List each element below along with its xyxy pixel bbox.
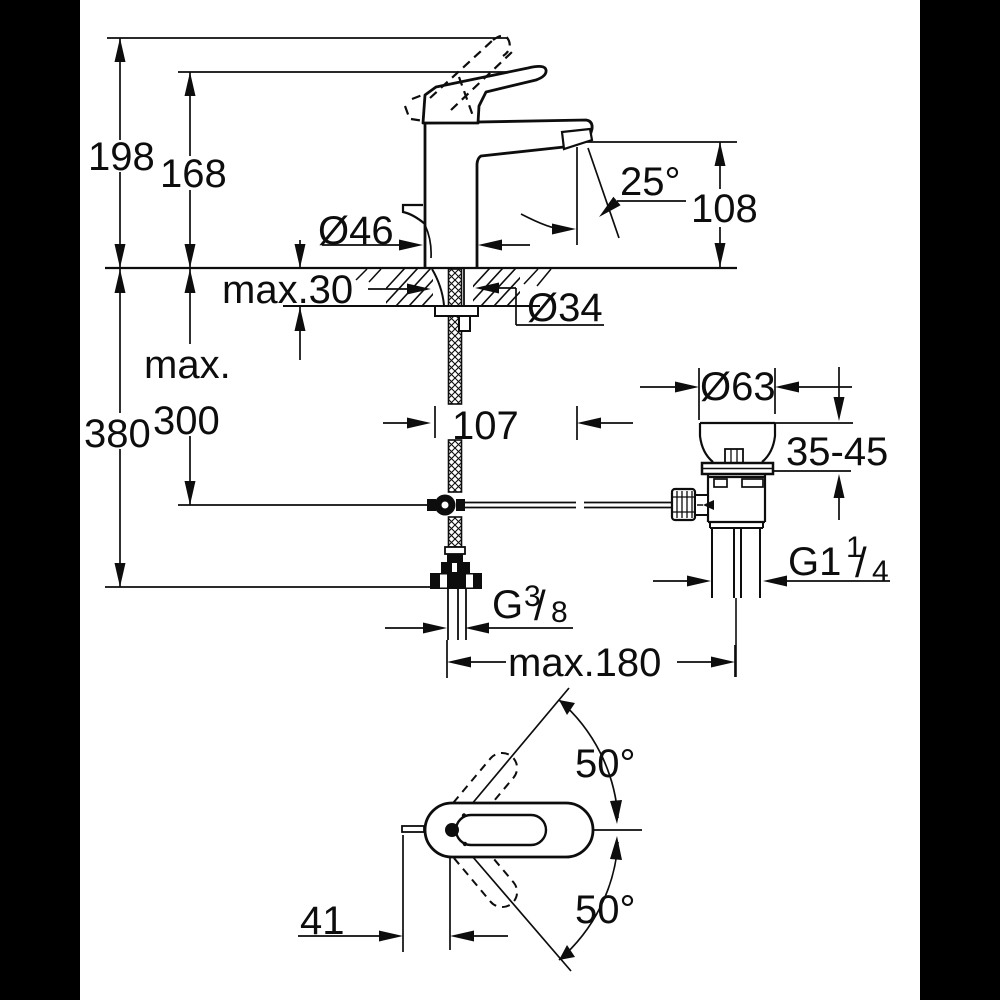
pull-rod-inside-body — [424, 224, 432, 259]
dimension-arrowheads — [114, 38, 845, 960]
mounting-shank-and-hose — [427, 268, 672, 640]
dim-label-max180: max.180 — [508, 641, 661, 685]
faucet-spout-top — [424, 118, 594, 137]
dim-label-50deg-top: 50° — [575, 742, 636, 786]
dim-label-168: 168 — [160, 152, 227, 196]
threaded-shank — [447, 268, 463, 405]
dim-label-50deg-bottom: 50° — [575, 888, 636, 932]
dimension-labels: 198 168 380 max. 300 Ø46 max.30 Ø34 107 … — [84, 135, 889, 943]
dim-label-300: 300 — [153, 399, 220, 443]
pull-rod-knob-top — [401, 825, 425, 833]
dim-label-380: 380 — [84, 412, 151, 456]
lever-handle-side — [421, 65, 548, 125]
dim-label-dia63: Ø63 — [700, 365, 776, 409]
supply-hose-upper — [447, 439, 463, 493]
dim-label-198: 198 — [88, 135, 155, 179]
pull-rod-knob-side — [401, 203, 426, 225]
dim-label-max30: max.30 — [222, 268, 353, 312]
dim-label-g114-sup: 1 — [846, 531, 863, 564]
dim-label-g114-base: G1 — [788, 540, 841, 584]
dim-label-41: 41 — [300, 899, 345, 943]
countertop-section — [105, 266, 737, 307]
left-matte-bar — [0, 0, 80, 1000]
dim-label-dia34: Ø34 — [527, 286, 603, 330]
dim-label-35-45: 35-45 — [786, 430, 888, 474]
waste-tailpipe — [711, 528, 761, 598]
aerator — [560, 127, 594, 151]
mounting-nut — [434, 305, 479, 317]
faucet-spout-underside — [475, 145, 565, 267]
dim-label-dia46: Ø46 — [318, 209, 394, 253]
dim-label-g114-sub: 4 — [872, 555, 889, 588]
horizontal-pull-rod — [465, 501, 672, 509]
pop-up-waste-valve — [670, 421, 777, 677]
dim-label-g38-base: G — [492, 583, 523, 627]
hose-end-tube — [447, 589, 467, 640]
dim-label-g38-sub: 8 — [551, 596, 568, 629]
dim-label-g38-slash: / — [534, 582, 546, 629]
handle-top-view — [401, 751, 595, 909]
right-matte-bar — [920, 0, 1000, 1000]
faucet-side-view — [401, 34, 594, 267]
dim-label-108: 108 — [691, 187, 758, 231]
lever-handle-raised-dashed — [403, 34, 513, 123]
supply-hose-lower — [447, 516, 463, 548]
dim-label-g114-slash: / — [855, 539, 867, 586]
handle-pivot-dot — [445, 823, 459, 837]
dim-label-g38-sup: 3 — [524, 580, 541, 613]
dim-label-107: 107 — [452, 404, 519, 448]
dim-label-max-word: max. — [144, 343, 231, 387]
hose-connection-nut — [430, 573, 482, 589]
dim-label-25deg: 25° — [620, 160, 681, 204]
